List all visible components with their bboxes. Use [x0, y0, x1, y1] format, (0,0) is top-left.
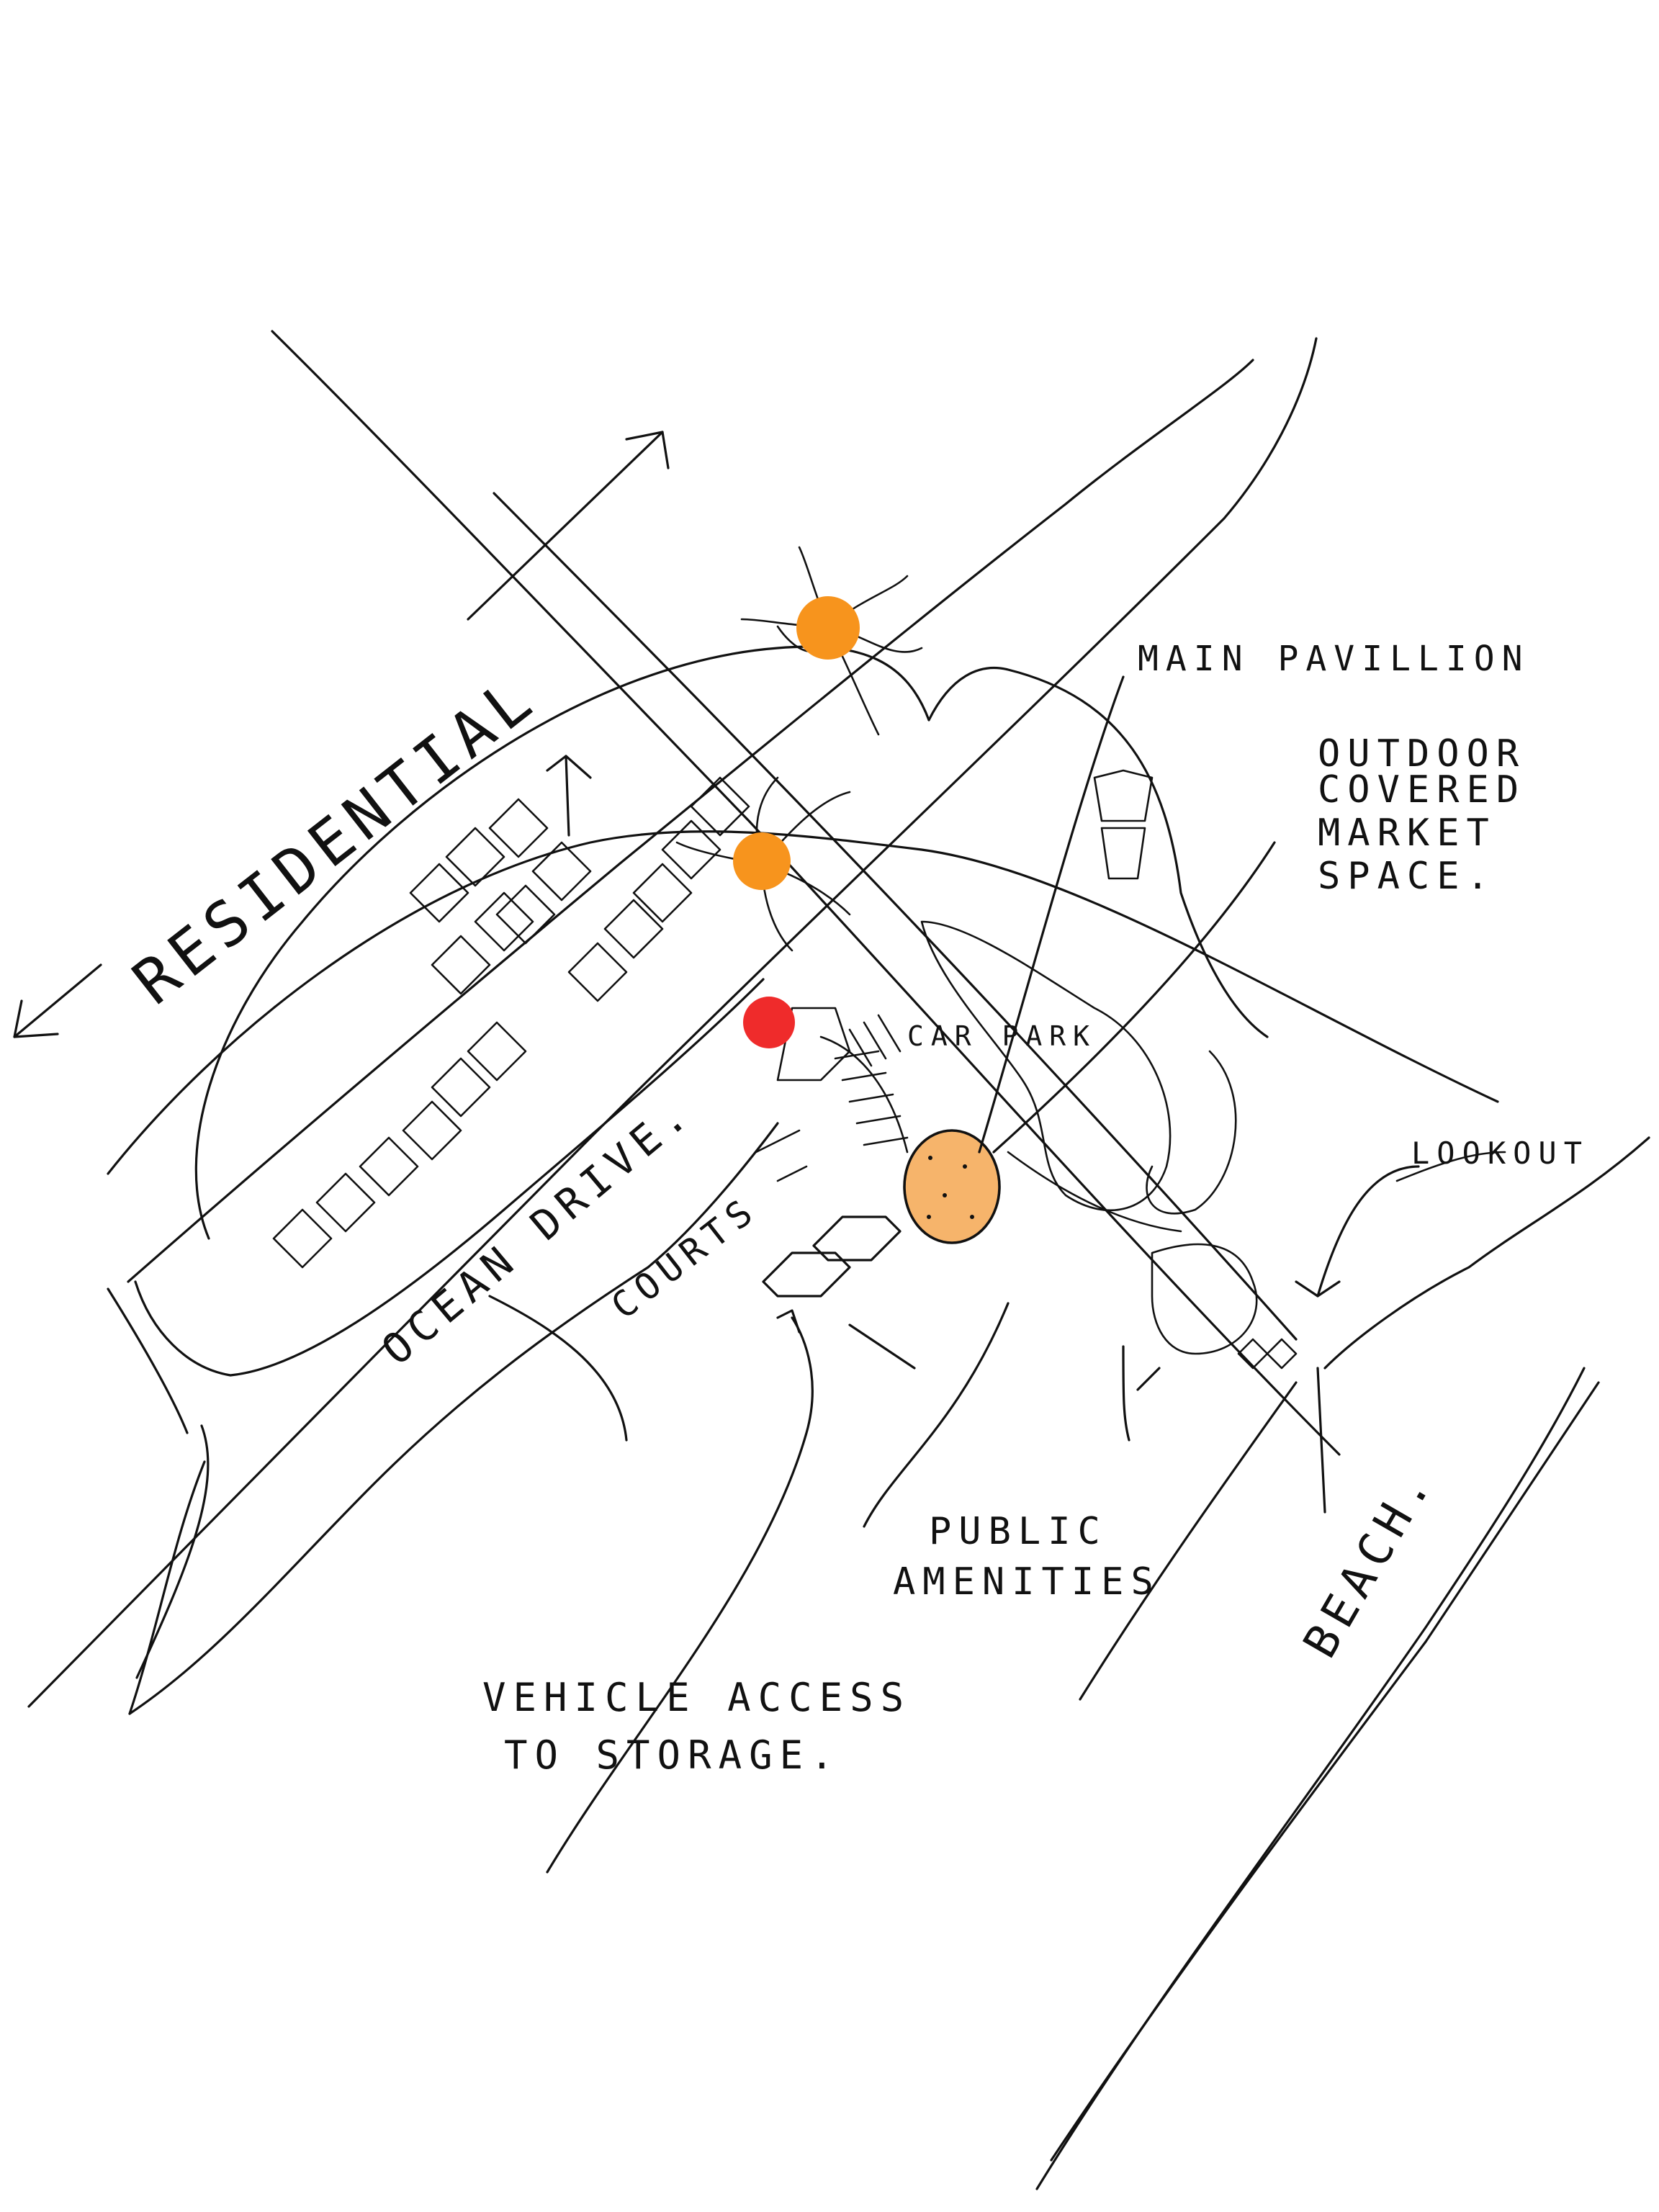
- ocean-drive-road: [107, 978, 779, 1715]
- tree-marker-1: [796, 596, 860, 660]
- point-marker: [743, 997, 795, 1048]
- label-public-amenities-2: AMENITIES: [893, 1560, 1161, 1604]
- label-outdoor-market-2: COVERED: [1318, 768, 1527, 811]
- cross-road: [27, 337, 1318, 1708]
- residential-blocks: [272, 776, 750, 1269]
- car-park: [920, 920, 1237, 1233]
- main-pavilion-ring: [903, 1129, 1001, 1244]
- lookout-structures: [1093, 769, 1298, 1370]
- leader-lines: [488, 675, 1420, 1874]
- label-main-pavilion: MAIN PAVILLION: [1138, 639, 1530, 679]
- residential-boundary: [107, 645, 1499, 1240]
- label-vehicle-access-2: TO STORAGE.: [504, 1732, 841, 1778]
- residential-arrow: [13, 431, 670, 1038]
- label-outdoor-market-4: SPACE.: [1318, 855, 1496, 898]
- courts: [762, 1007, 902, 1298]
- beach-coastline: [1035, 1136, 1650, 2190]
- parking-hatching: [755, 1035, 909, 1182]
- label-outdoor-market-1: OUTDOOR: [1318, 732, 1527, 775]
- label-outdoor-market-3: MARKET: [1318, 811, 1496, 855]
- label-vehicle-access-1: VEHICLE ACCESS: [482, 1675, 912, 1720]
- label-lookout: LOOKOUT: [1411, 1136, 1590, 1171]
- tree-marker-2: [733, 832, 791, 890]
- label-car-park: CAR PARK: [907, 1020, 1097, 1052]
- label-public-amenities-1: PUBLIC: [929, 1510, 1107, 1553]
- tree-markers: [675, 546, 923, 1048]
